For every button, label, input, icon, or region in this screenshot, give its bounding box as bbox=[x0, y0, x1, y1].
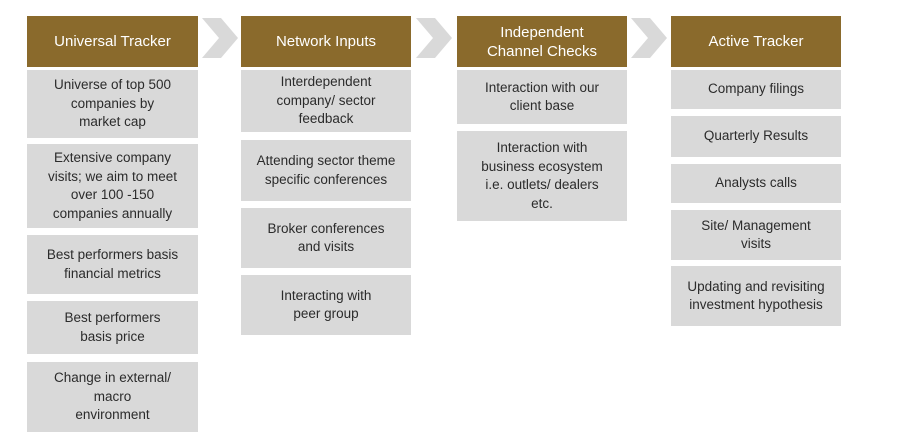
channel-checks-item: Interaction with business ecosystem i.e.… bbox=[457, 131, 627, 221]
chevron-right-icon bbox=[416, 18, 452, 58]
active-tracker-item: Site/ Management visits bbox=[671, 210, 841, 260]
column-header-universal-tracker: Universal Tracker bbox=[27, 16, 198, 67]
chevron-right-icon bbox=[202, 18, 238, 58]
active-tracker-item: Quarterly Results bbox=[671, 116, 841, 157]
column-header-network-inputs: Network Inputs bbox=[241, 16, 411, 67]
column-header-independent-channel-checks: Independent Channel Checks bbox=[457, 16, 627, 67]
active-tracker-item: Updating and revisiting investment hypot… bbox=[671, 266, 841, 326]
active-tracker-item: Company filings bbox=[671, 70, 841, 109]
universal-tracker-item: Universe of top 500 companies by market … bbox=[27, 70, 198, 138]
channel-checks-item: Interaction with our client base bbox=[457, 70, 627, 124]
universal-tracker-item: Extensive company visits; we aim to meet… bbox=[27, 144, 198, 228]
active-tracker-item: Analysts calls bbox=[671, 164, 841, 203]
network-inputs-item: Interdependent company/ sector feedback bbox=[241, 70, 411, 132]
universal-tracker-item: Best performers basis price bbox=[27, 301, 198, 354]
column-header-active-tracker: Active Tracker bbox=[671, 16, 841, 67]
universal-tracker-item: Best performers basis financial metrics bbox=[27, 235, 198, 294]
universal-tracker-item: Change in external/ macro environment bbox=[27, 362, 198, 432]
network-inputs-item: Attending sector theme specific conferen… bbox=[241, 140, 411, 201]
network-inputs-item: Broker conferences and visits bbox=[241, 208, 411, 268]
chevron-right-icon bbox=[631, 18, 667, 58]
network-inputs-item: Interacting with peer group bbox=[241, 275, 411, 335]
